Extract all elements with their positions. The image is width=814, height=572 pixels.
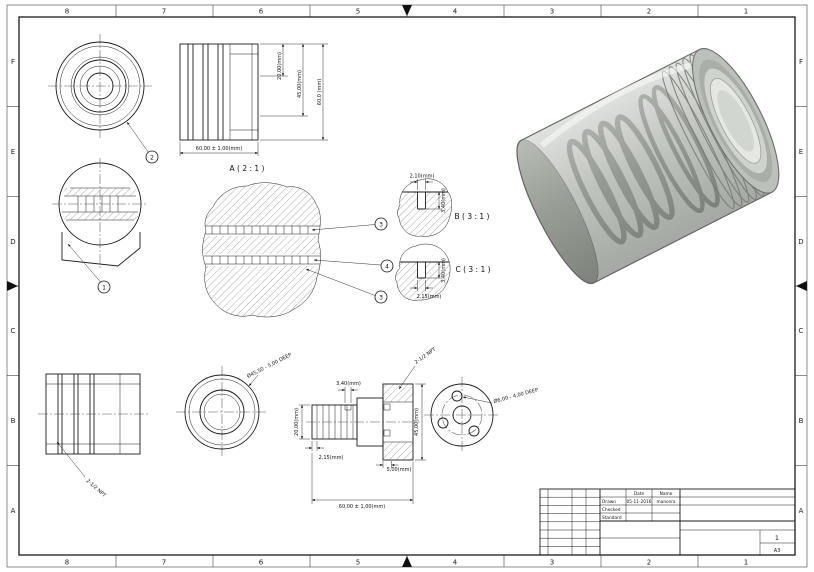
annotation-npt-lower-left: 2-1/2 NPT	[85, 478, 108, 499]
zone-row-label: C	[799, 327, 804, 335]
view-breakout-section	[202, 182, 321, 318]
zone-col-label: 5	[356, 8, 360, 16]
zone-row-label: B	[799, 417, 804, 425]
title-block: Date Name Drawn 05-11-2016 mancera Check…	[539, 488, 796, 556]
zone-row-label: F	[11, 58, 15, 66]
border-frame: 8 7 6 5 4 3 2 1 8 7 6 5 4 3 2 1 F E D C …	[6, 4, 808, 568]
balloon-3-upper-number: 3	[379, 221, 383, 228]
dim-side-d20: 20,00(mm)	[277, 52, 283, 80]
view-side-detail-a: 20,00(mm) 45,00(mm) 60,0 (mm) 60,00 ± 1,…	[179, 43, 328, 173]
zone-col-label: 4	[453, 559, 458, 567]
title-block-paper-size: A3	[774, 548, 781, 554]
balloon-4-number: 4	[385, 263, 389, 270]
balloon-1: 1	[67, 243, 111, 294]
zone-col-label: 1	[744, 559, 748, 567]
render-3d	[516, 48, 780, 285]
zone-row-label: C	[11, 327, 16, 335]
zone-labels: 8 7 6 5 4 3 2 1 8 7 6 5 4 3 2 1 F E D C …	[10, 8, 803, 567]
centering-marks	[7, 5, 807, 567]
zone-col-label: 3	[550, 559, 554, 567]
detail-c-label: C ( 3 : 1 )	[455, 265, 490, 274]
dim-detail-c-depth: 3,40(mm)	[441, 258, 447, 283]
balloon-3-lower: 3	[305, 268, 388, 304]
dim-detail-c-width: 2,15(mm)	[417, 294, 442, 300]
balloon-3-lower-number: 3	[379, 294, 383, 301]
zone-col-label: 2	[647, 8, 651, 16]
view-counterbore-circular: Ø45,50 - 5,00 DEEP	[176, 351, 293, 458]
title-block-row-standard: Standard	[602, 515, 622, 521]
view-detail-c: 3,40(mm) 2,15(mm) C ( 3 : 1 )	[395, 243, 491, 301]
view-section-bottom: 3,40(mm) 20,00(mm) 45,00(mm) 2,15(mm) 5,…	[294, 346, 438, 510]
zone-row-label: E	[11, 148, 15, 156]
zone-row-label: F	[799, 58, 803, 66]
title-block-row-drawn: Drawn	[602, 499, 616, 505]
title-block-header-date: Date	[634, 491, 645, 497]
title-block-sheet-number: 1	[775, 534, 779, 542]
signature-area: Date Name Drawn 05-11-2016 mancera Check…	[600, 489, 795, 555]
dim-section-d20: 20,00(mm)	[294, 408, 300, 436]
zone-col-label: 4	[453, 8, 458, 16]
dim-section-groove: 3,40(mm)	[336, 381, 361, 387]
dim-detail-b-depth: 3,40(mm)	[441, 188, 447, 213]
detail-a-label: A ( 2 : 1 )	[230, 164, 265, 173]
zone-row-label: E	[799, 148, 803, 156]
title-block-row-checked: Checked	[602, 507, 621, 513]
zone-col-label: 3	[550, 8, 554, 16]
dim-section-chamfer: 2,15(mm)	[319, 455, 344, 461]
zone-col-label: 7	[162, 559, 166, 567]
dim-side-d45: 45,00(mm)	[297, 70, 303, 98]
zone-col-label: 1	[744, 8, 748, 16]
view-front-circular	[48, 34, 152, 138]
zone-row-label: A	[799, 507, 804, 515]
section-dimensions: 3,40(mm) 20,00(mm) 45,00(mm) 2,15(mm) 5,…	[294, 381, 426, 510]
zone-row-label: B	[11, 417, 16, 425]
balloon-4: 4	[313, 259, 394, 273]
zone-col-label: 7	[162, 8, 166, 16]
title-block-drawn-name: mancera	[657, 499, 676, 505]
zone-row-label: D	[10, 238, 15, 246]
detail-b-dimensions: 2,10(mm) 3,40(mm)	[410, 174, 447, 213]
view-pictorial-section	[52, 158, 148, 270]
balloon-2-number: 2	[150, 154, 154, 161]
dim-side-length: 60,00 ± 1,00(mm)	[196, 146, 243, 152]
detail-b-label: B ( 3 : 1 )	[455, 212, 490, 221]
annotation-npt-section: 2-1/2 NPT	[414, 346, 438, 365]
zone-row-label: A	[11, 507, 16, 515]
render-face	[692, 48, 780, 194]
revision-table	[540, 489, 601, 555]
side-view-dimensions: 20,00(mm) 45,00(mm) 60,0 (mm) 60,00 ± 1,…	[179, 43, 328, 156]
zone-col-label: 6	[259, 8, 264, 16]
zone-col-label: 8	[65, 559, 69, 567]
view-flange-circular: Ø6,00 - 4,00 DEEP	[424, 377, 539, 453]
title-block-drawn-date: 05-11-2016	[627, 499, 652, 505]
dim-section-depth: 5,00(mm)	[387, 467, 412, 473]
zone-row-label: D	[798, 238, 803, 246]
dim-section-d45: 45,00(mm)	[414, 408, 420, 436]
view-thread-side: 2-1/2 NPT	[38, 373, 148, 499]
title-block-header-name: Name	[660, 491, 673, 497]
dim-section-length: 60,00 ± 1,00(mm)	[339, 504, 386, 510]
balloon-2: 2	[126, 121, 159, 164]
dim-side-d60: 60,0 (mm)	[317, 79, 323, 105]
dim-detail-b-width: 2,10(mm)	[410, 174, 435, 180]
zone-col-label: 8	[65, 8, 69, 16]
detail-c-dimensions: 3,40(mm) 2,15(mm)	[410, 258, 447, 300]
zone-col-label: 5	[356, 559, 360, 567]
balloon-1-number: 1	[102, 284, 106, 291]
zone-col-label: 6	[259, 559, 264, 567]
view-detail-b: 2,10(mm) 3,40(mm) B ( 3 : 1 )	[397, 174, 490, 237]
zone-col-label: 2	[647, 559, 651, 567]
annotation-counterbore: Ø45,50 - 5,00 DEEP	[246, 351, 293, 380]
annotation-drill-note: Ø6,00 - 4,00 DEEP	[493, 386, 539, 405]
balloon-3-upper: 3	[311, 217, 388, 231]
title-area: 1 A3	[680, 496, 795, 555]
